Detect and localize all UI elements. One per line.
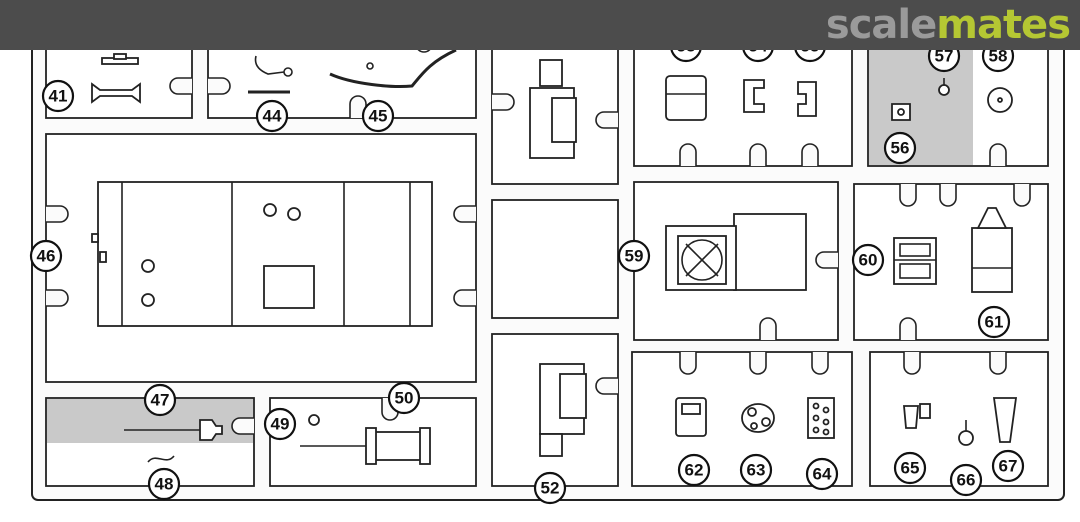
part-label-48-text: 48	[155, 475, 174, 494]
part-label-50-text: 50	[395, 389, 414, 408]
part-label-48: 48	[147, 467, 181, 501]
part-label-58-text: 58	[989, 47, 1008, 66]
part-58	[987, 87, 1013, 113]
part-52	[539, 363, 587, 457]
gate-notches	[46, 30, 1031, 435]
part-label-67-text: 67	[999, 457, 1018, 476]
part-label-46-text: 46	[37, 247, 56, 266]
part-48	[147, 455, 175, 463]
part-label-56-text: 56	[891, 139, 910, 158]
part-56	[891, 103, 911, 121]
part-label-45-text: 45	[369, 107, 388, 126]
part-label-60-text: 60	[859, 251, 878, 270]
part-50	[300, 414, 431, 465]
part-label-62: 62	[677, 453, 711, 487]
part-label-49-text: 49	[271, 415, 290, 434]
part-43	[329, 48, 457, 88]
part-57	[938, 78, 950, 96]
part-label-50: 50	[387, 381, 421, 415]
part-label-60: 60	[851, 243, 885, 277]
part-label-62-text: 62	[685, 461, 704, 480]
part-label-59: 59	[617, 239, 651, 273]
part-label-63-text: 63	[747, 461, 766, 480]
part-64	[807, 397, 835, 439]
part-label-41: 41	[41, 79, 75, 113]
part-label-41-text: 41	[49, 87, 68, 106]
watermark-bar: scalemates	[0, 0, 1080, 50]
part-label-67: 67	[991, 449, 1025, 483]
part-60	[893, 237, 937, 285]
part-label-56: 56	[883, 131, 917, 165]
part-67	[992, 397, 1018, 443]
logo-part-mates: mates	[936, 2, 1071, 48]
part-label-47-text: 47	[151, 391, 170, 410]
part-label-64: 64	[805, 457, 839, 491]
part-label-61-text: 61	[985, 313, 1004, 332]
cell-empty	[491, 199, 619, 319]
part-53	[665, 75, 707, 121]
part-label-63: 63	[739, 453, 773, 487]
part-label-66: 66	[949, 463, 983, 497]
part-label-46: 46	[29, 239, 63, 273]
part-65	[903, 403, 931, 429]
part-label-64-text: 64	[813, 465, 832, 484]
part-63	[741, 403, 775, 433]
part-label-65-text: 65	[901, 459, 920, 478]
part-label-44: 44	[255, 99, 289, 133]
part-46	[91, 181, 433, 327]
part-41	[91, 82, 141, 104]
part-59	[665, 213, 807, 291]
cell-60-61	[853, 183, 1049, 341]
part-51	[529, 59, 577, 159]
part-47	[124, 419, 223, 441]
part-label-52: 52	[533, 471, 567, 505]
part-label-61: 61	[977, 305, 1011, 339]
part-40	[101, 53, 139, 65]
part-62	[675, 397, 707, 437]
part-label-45: 45	[361, 99, 395, 133]
part-label-59-text: 59	[625, 247, 644, 266]
part-label-47: 47	[143, 383, 177, 417]
part-label-66-text: 66	[957, 471, 976, 490]
scalemates-logo: scalemates	[825, 2, 1071, 48]
part-label-49: 49	[263, 407, 297, 441]
part-label-57-text: 57	[935, 47, 954, 66]
part-55	[797, 81, 817, 117]
part-label-52-text: 52	[541, 479, 560, 498]
part-66	[958, 420, 974, 446]
part-label-44-text: 44	[263, 107, 282, 126]
part-54	[743, 79, 765, 113]
part-61	[971, 207, 1013, 293]
logo-part-scale: scale	[825, 2, 937, 48]
part-42	[254, 55, 293, 77]
part-label-65: 65	[893, 451, 927, 485]
